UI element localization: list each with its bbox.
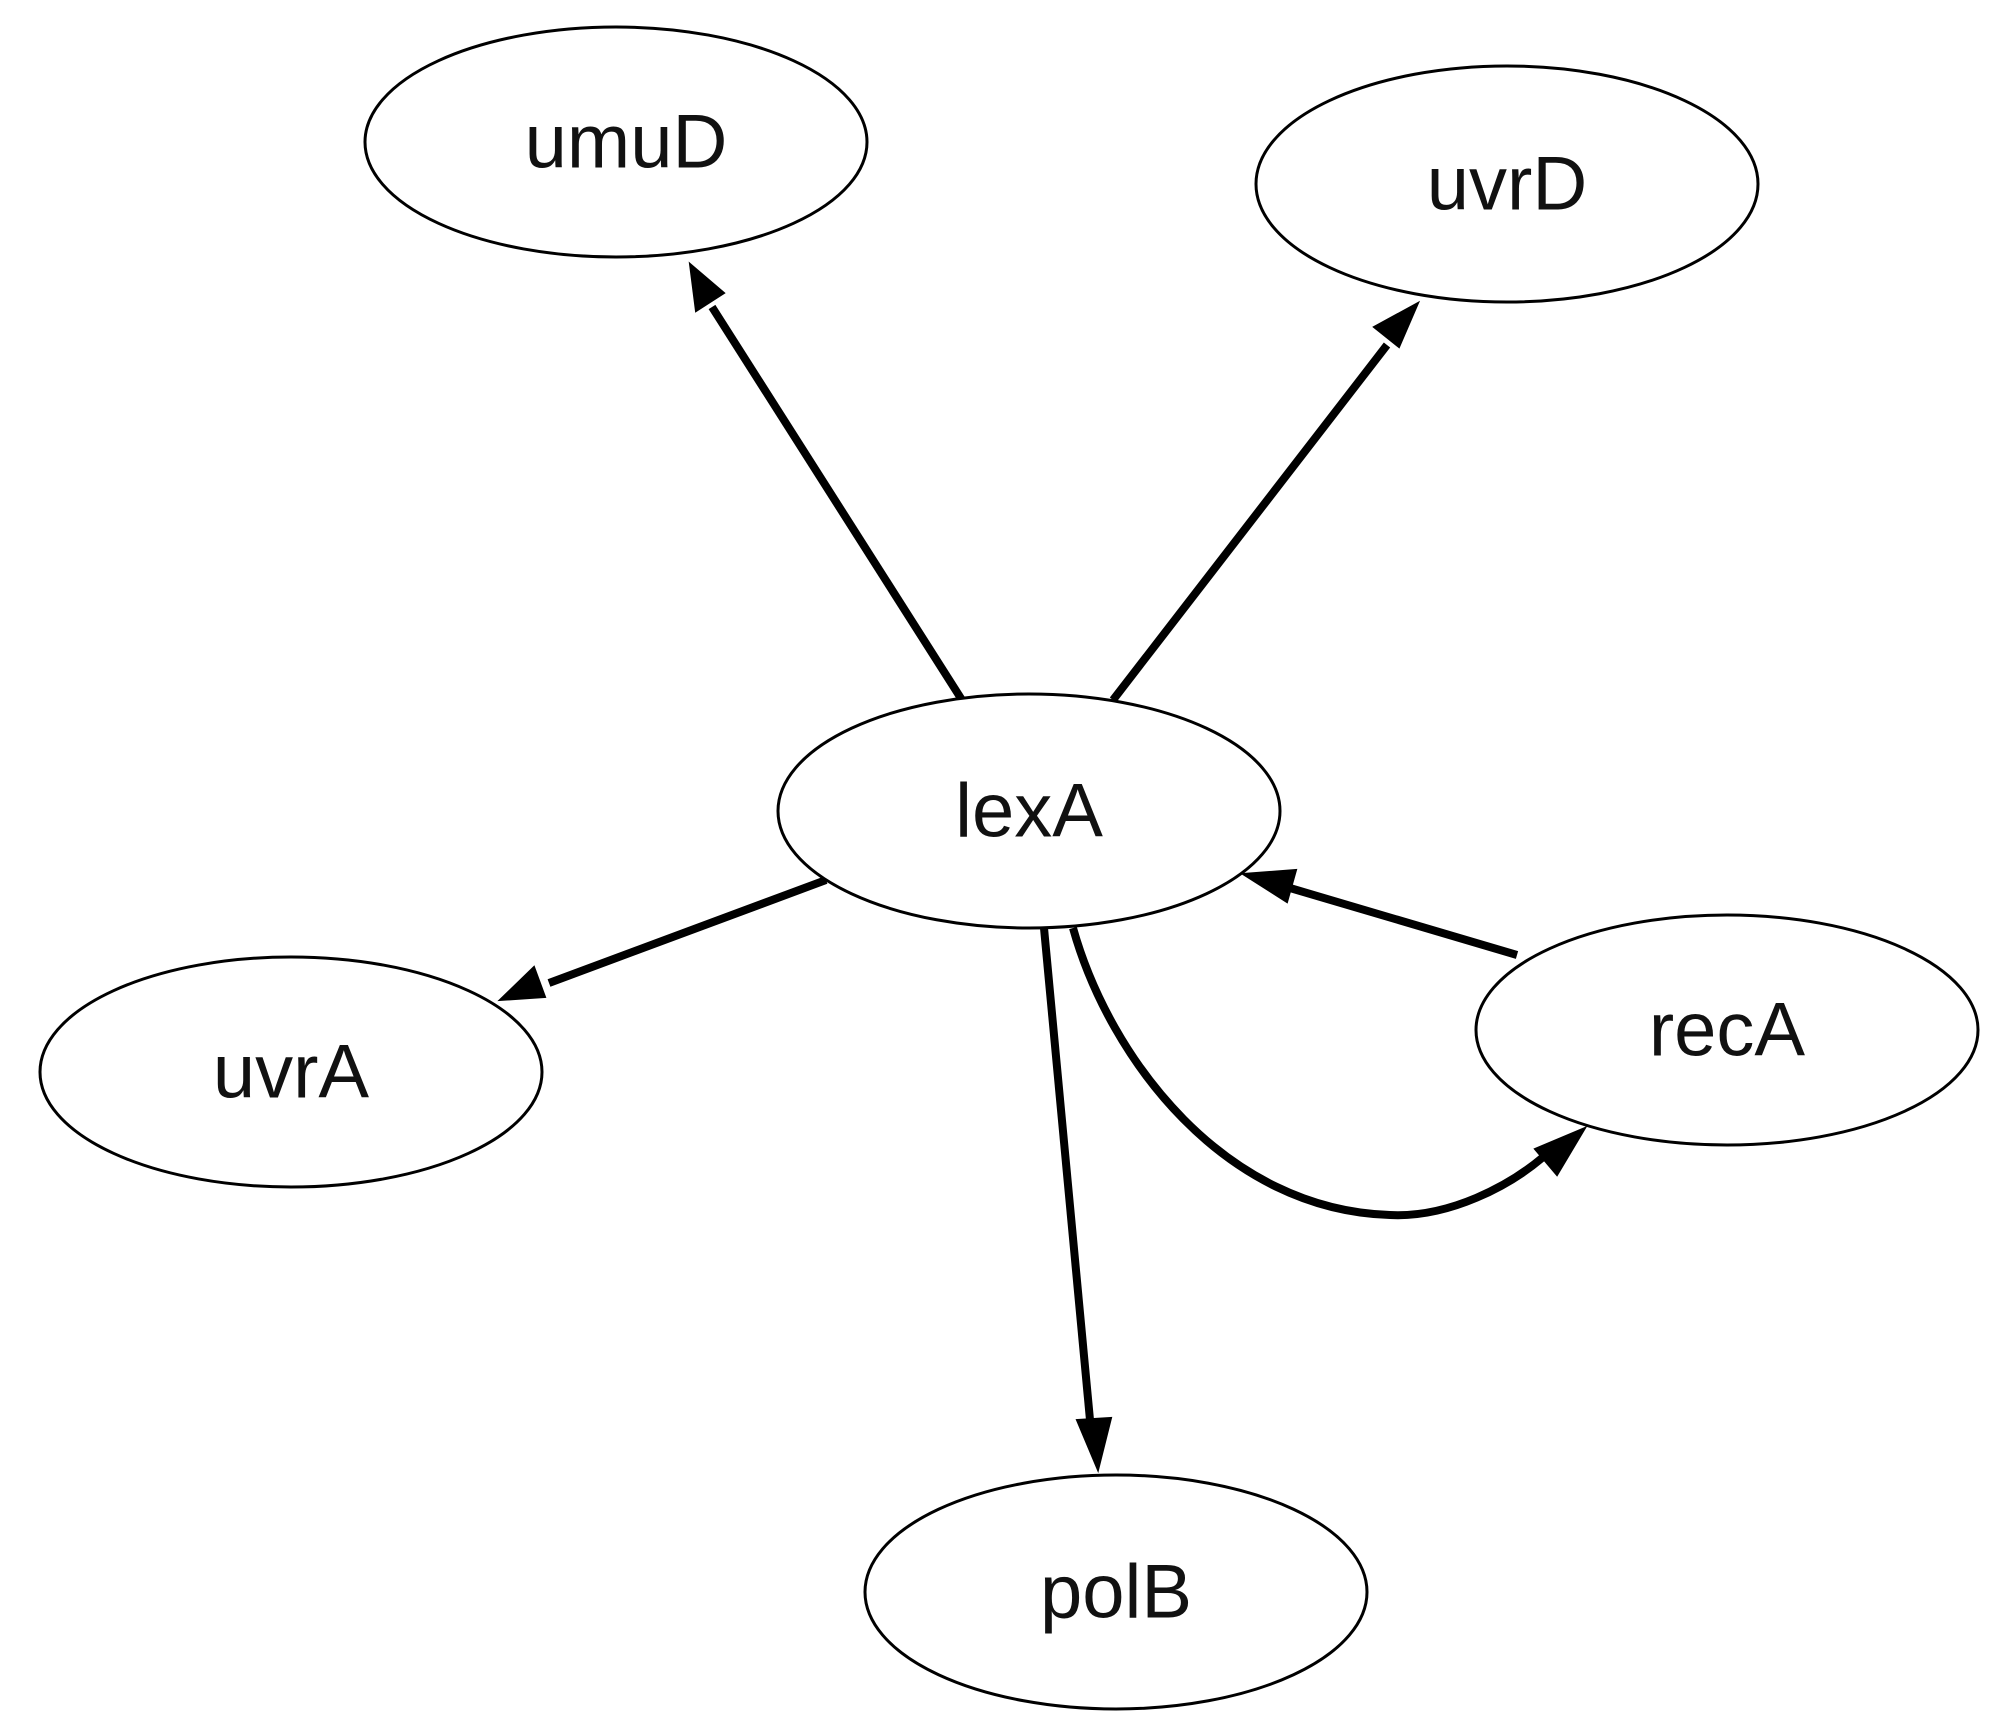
edge-recA-lexA [1239, 868, 1519, 959]
edge-line-lexA-uvrD [1109, 342, 1391, 703]
arrowhead-recA [1533, 1125, 1588, 1177]
arrowhead-polB [1075, 1416, 1113, 1474]
node-recA-label: recA [1649, 988, 1806, 1073]
edge-line-lexA-uvrA [547, 876, 828, 987]
node-umuD: umuD [363, 25, 869, 259]
edges-layer [497, 261, 1588, 1474]
edge-line-lexA-polB [1040, 927, 1094, 1421]
arrowhead-uvrA [497, 965, 547, 1002]
edge-lexA-uvrA [497, 876, 828, 1002]
node-uvrD: uvrD [1254, 64, 1760, 304]
node-uvrA-label: uvrA [213, 1030, 370, 1115]
node-lexA: lexA [776, 692, 1282, 930]
arrowhead-umuD [688, 261, 726, 313]
edge-lexA-recA [1069, 926, 1588, 1220]
edge-lexA-umuD [688, 261, 966, 703]
nodes-layer: umuD uvrD lexA uvrA recA polB [38, 25, 1980, 1711]
arrowhead-lexA [1239, 868, 1298, 904]
node-uvrD-label: uvrD [1427, 142, 1587, 227]
node-polB: polB [863, 1473, 1369, 1711]
node-lexA-shape [776, 692, 1282, 930]
node-uvrA: uvrA [38, 955, 544, 1189]
node-lexA-label: lexA [955, 769, 1103, 854]
node-recA-shape [1474, 913, 1980, 1147]
node-polB-shape [863, 1473, 1369, 1711]
node-umuD-label: umuD [525, 100, 728, 185]
node-recA: recA [1474, 913, 1980, 1147]
edge-lexA-polB [1040, 927, 1113, 1474]
edge-lexA-uvrD [1109, 300, 1421, 703]
arrowhead-uvrD [1372, 300, 1421, 349]
node-umuD-shape [363, 25, 869, 259]
edge-line-lexA-recA [1069, 926, 1545, 1220]
edge-line-recA-lexA [1288, 884, 1519, 959]
edge-line-lexA-umuD [708, 304, 966, 703]
node-polB-label: polB [1040, 1550, 1192, 1635]
node-uvrD-shape [1254, 64, 1760, 304]
node-uvrA-shape [38, 955, 544, 1189]
